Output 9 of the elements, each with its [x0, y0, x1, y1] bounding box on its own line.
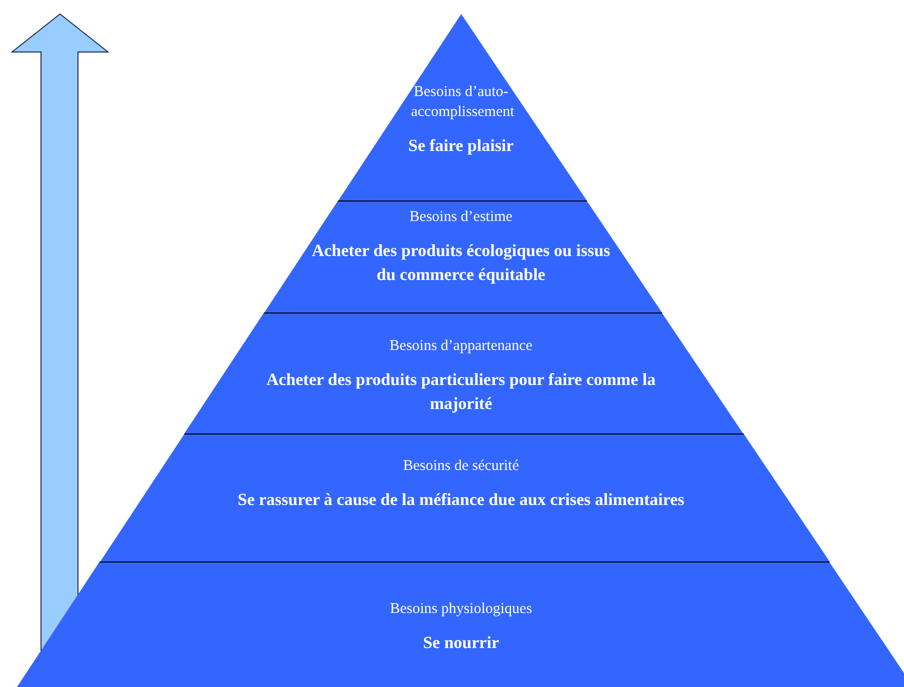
level-title: Besoins d’estime	[408, 208, 514, 227]
level-description: Acheter des produits écologiques ou issus du commerce équitable	[310, 240, 612, 286]
level-title: Besoins de sécurité	[402, 457, 520, 476]
level-description: Se nourrir	[422, 632, 500, 654]
level-description: Se faire plaisir	[407, 135, 515, 157]
level-description: Acheter des produits particuliers pour faire comme la majorité	[265, 369, 657, 415]
level-title: Besoins d’appartenance	[388, 337, 534, 356]
level-title: Besoins physiologiques	[388, 600, 534, 619]
level-description: Se rassurer à cause de la méfiance due aux crises alimentaires	[236, 489, 686, 511]
